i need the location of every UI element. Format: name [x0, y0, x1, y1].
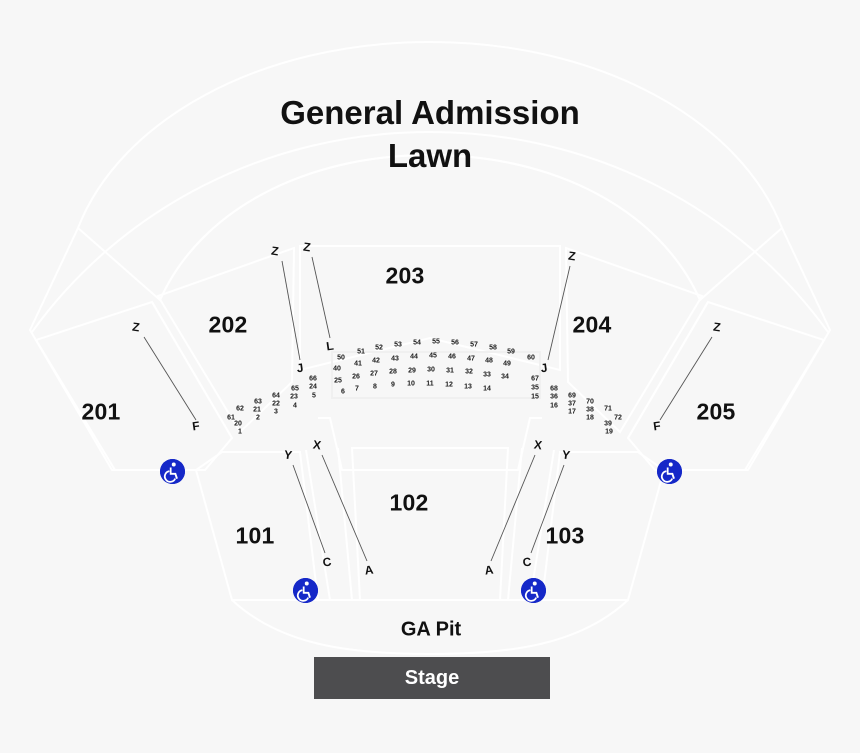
seat-number: 67	[531, 375, 539, 383]
seat-number: 20	[234, 420, 242, 428]
seat-number: 43	[391, 355, 399, 363]
stage-block[interactable]: Stage	[314, 657, 550, 699]
seat-grid-cells	[331, 351, 541, 399]
seat-number: 57	[470, 341, 478, 349]
section-label-204[interactable]: 204	[572, 311, 612, 338]
seat-number: 40	[333, 365, 341, 373]
row-marker-a-13: A	[363, 562, 375, 578]
seat-number: 14	[483, 385, 491, 393]
seat-number: 33	[483, 371, 491, 379]
wheelchair-icon[interactable]	[521, 578, 546, 603]
seat-number: 45	[429, 352, 437, 360]
seat-number: 31	[446, 367, 454, 375]
ga-pit-outline	[231, 599, 629, 656]
seat-number: 72	[614, 414, 622, 422]
seat-number: 46	[448, 353, 456, 361]
seat-number: 1	[238, 428, 242, 436]
seat-number: 12	[445, 381, 453, 389]
seat-number: 54	[413, 339, 421, 347]
seat-number: 65	[291, 385, 299, 393]
seat-number: 3	[274, 408, 278, 416]
seat-number: 60	[527, 354, 535, 362]
seat-number: 29	[408, 367, 416, 375]
seat-number: 17	[568, 408, 576, 416]
seat-number: 58	[489, 344, 497, 352]
section-label-103[interactable]: 103	[545, 522, 585, 549]
seat-number: 41	[354, 360, 362, 368]
section-label-101[interactable]: 101	[235, 522, 275, 549]
wheelchair-icon[interactable]	[160, 459, 185, 484]
seat-number: 16	[550, 402, 558, 410]
seat-number: 21	[253, 406, 261, 414]
seat-number: 13	[464, 383, 472, 391]
seat-number: 52	[375, 344, 383, 352]
page-title-line1: General Admission	[280, 94, 580, 131]
seat-number: 11	[426, 380, 434, 388]
seat-number: 15	[531, 393, 539, 401]
seat-number: 66	[309, 375, 317, 383]
seat-number: 6	[341, 388, 345, 396]
seat-number: 23	[290, 393, 298, 401]
seat-number: 48	[485, 357, 493, 365]
seat-number: 51	[357, 348, 365, 356]
row-marker-a-15: A	[483, 562, 495, 578]
seat-number: 7	[355, 385, 359, 393]
seat-number: 49	[503, 360, 511, 368]
stage-label: Stage	[404, 666, 460, 689]
ga-pit-label: GA Pit	[400, 618, 462, 641]
seat-number: 69	[568, 392, 576, 400]
row-marker-c-17: C	[521, 554, 533, 570]
seat-number: 38	[586, 406, 594, 414]
seat-number: 42	[372, 357, 380, 365]
seat-number: 32	[465, 368, 473, 376]
wheelchair-icon[interactable]	[657, 459, 682, 484]
seat-number: 28	[389, 368, 397, 376]
section-label-201[interactable]: 201	[81, 398, 121, 425]
seat-number: 68	[550, 385, 558, 393]
section-label-202[interactable]: 202	[208, 311, 248, 338]
seat-number: 55	[432, 338, 440, 346]
seat-number: 27	[370, 370, 378, 378]
seat-number: 56	[451, 339, 459, 347]
seat-number: 64	[272, 392, 280, 400]
seat-number: 53	[394, 341, 402, 349]
seat-number: 18	[586, 414, 594, 422]
seat-number: 70	[586, 398, 594, 406]
seat-number: 8	[373, 383, 377, 391]
seat-number: 5	[312, 392, 316, 400]
seat-number: 62	[236, 405, 244, 413]
seat-number: 22	[272, 400, 280, 408]
row-leader-lines	[143, 256, 713, 562]
seat-number: 26	[352, 373, 360, 381]
seat-number: 34	[501, 373, 509, 381]
seat-number: 50	[337, 354, 345, 362]
seat-number: 36	[550, 393, 558, 401]
row-marker-c-11: C	[321, 554, 333, 570]
seat-number: 10	[407, 380, 415, 388]
seat-number: 19	[605, 428, 613, 436]
seat-number: 24	[309, 383, 317, 391]
seat-number: 39	[604, 420, 612, 428]
seat-number: 37	[568, 400, 576, 408]
seat-number: 35	[531, 384, 539, 392]
section-label-205[interactable]: 205	[696, 398, 736, 425]
seat-number: 30	[427, 366, 435, 374]
section-100-outlines	[194, 417, 666, 601]
seat-number: 63	[254, 398, 262, 406]
seat-number: 4	[293, 402, 297, 410]
section-label-203[interactable]: 203	[385, 262, 425, 289]
lawn-outline	[29, 41, 831, 471]
section-label-102[interactable]: 102	[389, 489, 429, 516]
wheelchair-icon[interactable]	[293, 578, 318, 603]
seat-number: 9	[391, 381, 395, 389]
seat-number: 47	[467, 355, 475, 363]
seat-number: 59	[507, 348, 515, 356]
seat-number: 61	[227, 414, 235, 422]
page-title-line2: Lawn	[387, 137, 473, 174]
seat-number: 71	[604, 405, 612, 413]
seat-number: 2	[256, 414, 260, 422]
seat-number: 44	[410, 353, 418, 361]
seat-number: 25	[334, 377, 342, 385]
